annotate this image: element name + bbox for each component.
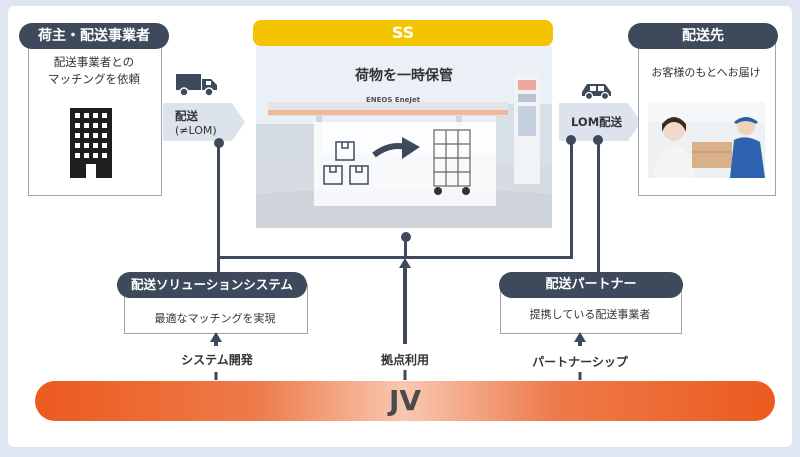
left-connector-line — [217, 142, 220, 272]
shipper-note-line2: マッチングを依頼 — [48, 72, 140, 86]
move-arrow-icon — [372, 137, 422, 163]
bus-line — [217, 256, 573, 259]
roll-cart-icon — [430, 128, 476, 196]
destination-title: 配送先 — [628, 23, 778, 49]
right-connector-line-b — [597, 139, 600, 273]
building-icon — [70, 108, 112, 178]
ss-sign-text: ENEOS EneJet — [366, 96, 421, 104]
ss-photo: ENEOS EneJet — [256, 44, 552, 228]
partnership-link-label: パートナーシップ — [532, 355, 628, 369]
right-delivery-arrow: LOM配送 — [559, 103, 641, 141]
parcel-boxes-icon — [322, 140, 372, 188]
ss-connector-line — [404, 236, 407, 258]
shipper-title: 荷主・配送事業者 — [19, 23, 169, 49]
hub-link-arrow — [398, 256, 412, 380]
solution-title: 配送ソリューションシステム — [117, 272, 307, 298]
left-delivery-arrow: 配送 (≠LOM) — [163, 103, 245, 141]
truck-icon — [176, 72, 218, 98]
system-link-label: システム開発 — [181, 353, 253, 367]
ss-title: SS — [253, 20, 553, 46]
right-connector-line-a — [570, 139, 573, 259]
hub-link-label: 拠点利用 — [380, 353, 429, 367]
left-arrow-label: 配送 — [175, 108, 198, 123]
shipper-note-line1: 配送事業者との — [53, 55, 135, 69]
destination-note: お客様のもとへお届け — [651, 66, 761, 79]
left-arrow-sub: (≠LOM) — [175, 123, 217, 137]
jv-bar — [35, 381, 775, 421]
delivery-photo — [648, 102, 765, 178]
partner-title: 配送パートナー — [499, 272, 683, 298]
ss-caption: 荷物を一時保管 — [355, 68, 453, 84]
system-link-arrow — [209, 330, 223, 380]
car-icon — [580, 80, 614, 101]
solution-note: 最適なマッチングを実現 — [154, 312, 276, 325]
partnership-link-arrow — [573, 330, 587, 380]
jv-label: JV — [388, 384, 422, 417]
right-arrow-label: LOM配送 — [571, 115, 623, 129]
partner-note: 提携している配送事業者 — [529, 308, 651, 321]
